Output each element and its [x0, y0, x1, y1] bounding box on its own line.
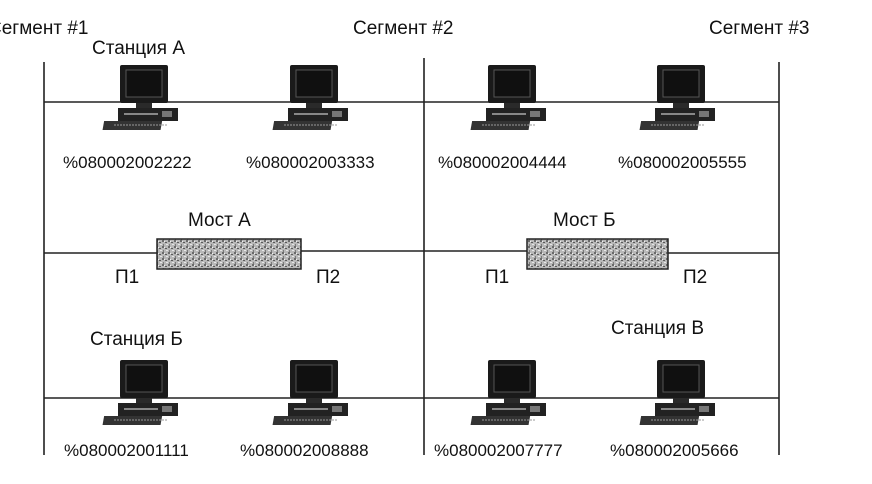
segment-3-label: Сегмент #3 [709, 18, 809, 39]
bridge-a-label: Мост А [188, 210, 251, 231]
station-3: %080002004444 [438, 64, 567, 172]
bridge-b-box [526, 238, 669, 270]
station-4-address: %080002005555 [618, 153, 747, 172]
station-b-name: Станция Б [90, 329, 183, 350]
station-v-name: Станция В [611, 318, 704, 339]
station-3-address: %080002004444 [438, 153, 567, 172]
computer-icon [101, 64, 179, 131]
bridge-a-box [156, 238, 302, 270]
computer-icon [638, 64, 716, 131]
computer-icon [271, 359, 349, 426]
bridge-b: Мост Б П1 П2 [485, 210, 707, 288]
station-a: Станция А %080002002222 [63, 38, 192, 172]
station-b-address: %080002001111 [64, 441, 189, 460]
station-6: %080002008888 [240, 359, 369, 460]
station-6-address: %080002008888 [240, 441, 369, 460]
bridge-b-port1: П1 [485, 267, 509, 288]
segment-1-label: Сегмент #1 [0, 18, 88, 39]
bridge-a: Мост А П1 П2 [115, 210, 340, 288]
bridge-b-port2: П2 [683, 267, 707, 288]
station-2-address: %080002003333 [246, 153, 375, 172]
station-b: Станция Б %080002001111 [64, 329, 189, 460]
computer-icon [469, 359, 547, 426]
bridge-a-port2: П2 [316, 267, 340, 288]
station-2: %080002003333 [246, 64, 375, 172]
computer-icon [469, 64, 547, 131]
bridge-a-port1: П1 [115, 267, 139, 288]
computer-icon [271, 64, 349, 131]
station-v-address: %080002005666 [610, 441, 739, 460]
station-a-address: %080002002222 [63, 153, 192, 172]
computer-icon [638, 359, 716, 426]
station-4: %080002005555 [618, 64, 747, 172]
station-v: Станция В %080002005666 [610, 318, 739, 460]
station-a-name: Станция А [92, 38, 185, 59]
computer-icon [101, 359, 179, 426]
segment-2-label: Сегмент #2 [353, 18, 453, 39]
station-7: %080002007777 [434, 359, 563, 460]
station-7-address: %080002007777 [434, 441, 563, 460]
bridge-b-label: Мост Б [553, 210, 616, 231]
